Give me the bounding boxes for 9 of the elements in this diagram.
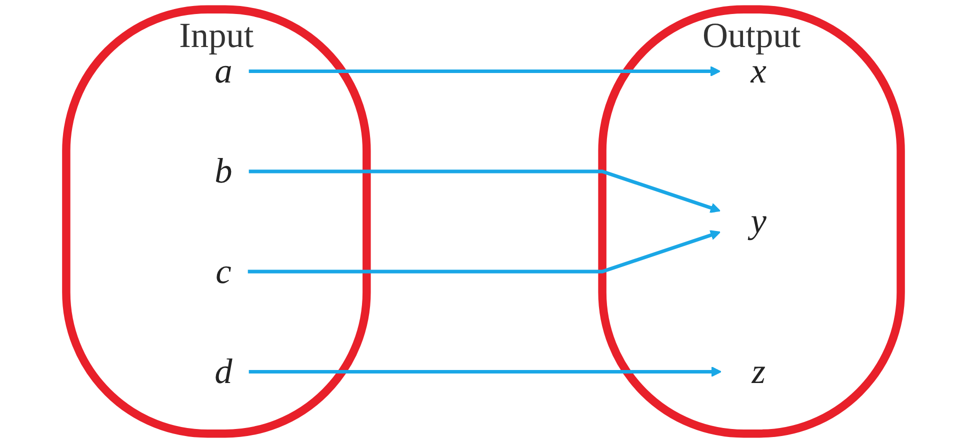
node-text: b	[214, 152, 232, 191]
node-text: c	[216, 252, 232, 292]
node-text: a	[214, 52, 232, 91]
arrow	[248, 66, 721, 76]
arrow	[248, 366, 722, 377]
arrow	[248, 170, 721, 213]
node-text: z	[752, 352, 766, 392]
node-text: d	[214, 352, 232, 392]
arrow	[248, 230, 721, 274]
